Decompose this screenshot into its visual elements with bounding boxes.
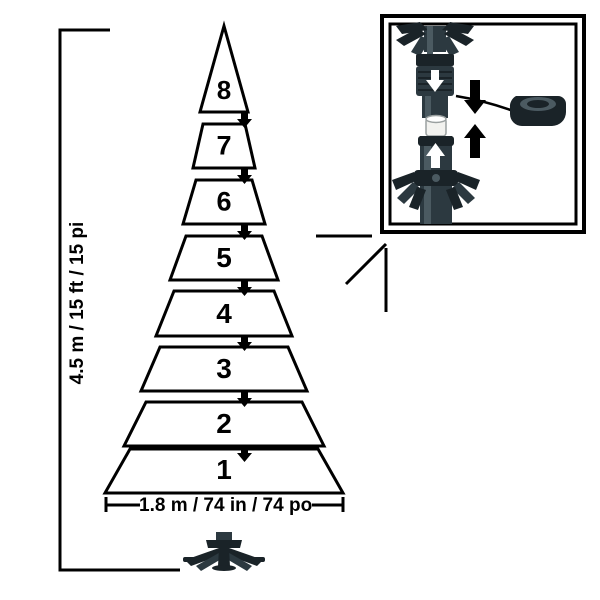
tree-tiers [102,20,346,495]
inset-upper-pole [396,22,474,118]
inset-lower-pole [392,136,480,224]
tier-5-shape [167,234,281,282]
callout-lines [316,234,388,312]
tier-2-shape [121,400,327,448]
tier-label-5: 5 [216,242,232,273]
tier-label-8: 8 [216,75,232,105]
tier-label-6: 6 [216,186,232,217]
down-arrow-right [464,80,486,114]
tier-8-shape [198,20,250,114]
callout-line-diagonal [344,242,388,286]
inset-panel [380,14,586,234]
down-arrow-4-3 [237,335,252,351]
down-arrow-collar [426,70,444,92]
tier-label-2: 2 [216,408,232,439]
tree-stand-icon [183,532,265,571]
up-arrow-left [464,124,486,158]
tier-1-shape [102,447,346,495]
height-dimension-bracket [58,28,180,572]
height-dimension-label: 4.5 m / 15 ft / 15 pi [67,221,88,385]
inset-direction-arrows [464,80,486,158]
tier-label-4: 4 [216,298,232,329]
down-arrow-2-1 [237,446,252,462]
tier-7-shape [191,122,257,170]
width-dimension-label: 1.8 m / 74 in / 74 po [139,495,313,516]
down-arrow-7-6 [237,168,252,184]
tier-label-3: 3 [216,353,232,384]
tier-label-7: 7 [216,130,232,161]
tier-6-shape [180,178,268,226]
down-arrow-8-7 [237,112,252,128]
width-dimension-line [104,497,345,512]
inset-socket [425,114,447,137]
tier-connector-arrows [237,112,252,462]
tier-label-1: 1 [216,454,232,485]
inset-cable-connector [455,94,566,126]
up-arrow-pole [426,143,445,168]
down-arrow-6-5 [237,224,252,240]
down-arrow-3-2 [237,391,252,407]
down-arrow-5-4 [237,280,252,296]
